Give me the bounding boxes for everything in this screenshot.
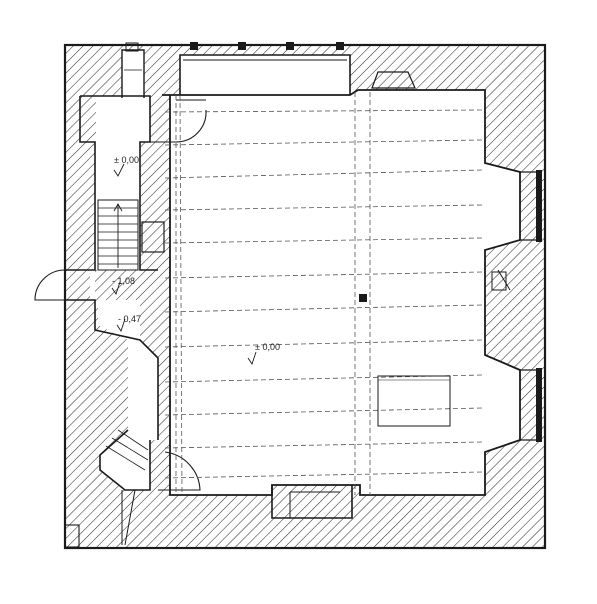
level-label-entry: - 0,47 bbox=[118, 314, 141, 324]
wall-hatch bbox=[65, 45, 545, 548]
north-alcove bbox=[179, 54, 351, 95]
ceiling-beam-lines bbox=[164, 92, 483, 496]
level-label-landing: - 1,08 bbox=[112, 276, 135, 286]
level-label-main-hall: ± 0,00 bbox=[255, 342, 280, 352]
level-marker-icon bbox=[111, 163, 257, 366]
floor-feature bbox=[377, 375, 451, 427]
staircase bbox=[97, 199, 149, 546]
outer-boundary bbox=[63, 43, 547, 550]
chimney bbox=[121, 49, 145, 98]
door-swing-icon bbox=[34, 99, 207, 491]
south-alcove bbox=[271, 485, 353, 519]
level-label-stair-top: ± 0,00 bbox=[114, 155, 139, 165]
west-wing-outline bbox=[80, 95, 158, 271]
central-column bbox=[359, 294, 367, 302]
east-window-bays bbox=[491, 170, 542, 442]
